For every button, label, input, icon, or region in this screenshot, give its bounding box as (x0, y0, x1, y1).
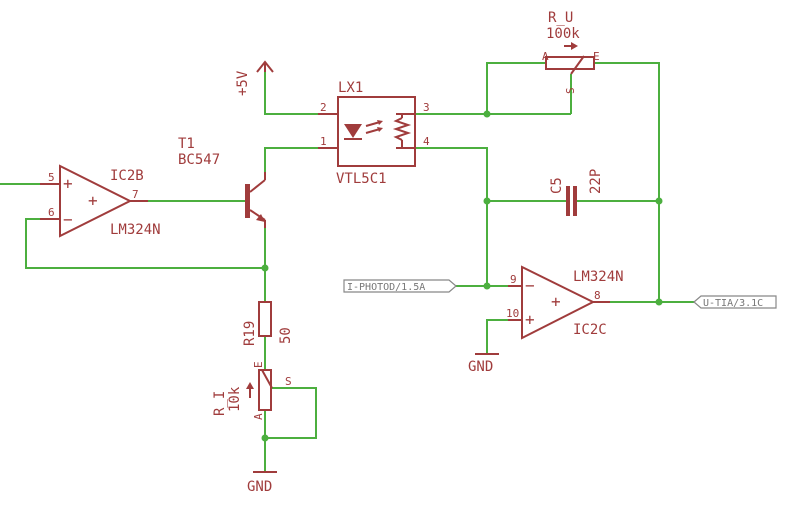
junctions (261, 110, 663, 442)
trimmer-r-u-pin-e: E (593, 50, 600, 63)
transistor-t1: T1 BC547 (178, 136, 266, 228)
trimmer-r-i-arrow-icon (246, 382, 254, 389)
wire-ri-wiper-loop (265, 387, 317, 439)
transistor-t1-value: BC547 (178, 152, 220, 168)
pin-number: 8 (594, 289, 601, 302)
net-label-output-text: U-TIA/3.1C (703, 298, 763, 309)
trimmer-r-i-pin-a: A (252, 413, 265, 420)
optocoupler-lx1-value: VTL5C1 (336, 171, 387, 187)
trimmer-r-i-name: R_I (212, 391, 228, 416)
net-label-input-frame (343, 279, 457, 293)
wires (0, 62, 694, 472)
resistor-r19-value: 50 (278, 327, 294, 344)
pin-number: 4 (423, 135, 430, 148)
junction-dot (483, 110, 491, 118)
net-label-output-frame (693, 295, 777, 309)
trimmer-r-i-value: 10k (227, 386, 243, 412)
pin-number: 3 (423, 101, 430, 114)
wire-ru-right (594, 62, 660, 302)
vcc-label: +5V (235, 70, 251, 96)
net-label-output: U-TIA/3.1C (693, 295, 777, 309)
wire-ic2c-plus-gnd (486, 319, 508, 354)
wire-lx1-4-to-minus (416, 147, 488, 286)
opamp-ic2b-value: LM324N (110, 222, 161, 238)
junction-dot (483, 197, 491, 205)
pin-number: 1 (320, 135, 327, 148)
wire-ru-left (486, 62, 546, 114)
trimmer-r-u-pin-a: A (542, 50, 549, 63)
transistor-t1-base-bar (245, 184, 250, 218)
junction-dot (655, 298, 663, 306)
opamp-ic2b-plus-sign: + (63, 174, 73, 193)
pin-number: 10 (506, 307, 519, 320)
junction-dot (261, 434, 269, 442)
capacitor-c5-name: C5 (549, 177, 565, 194)
trimmer-r-u-pin-s: S (564, 87, 577, 94)
opamp-ic2c-name: IC2C (573, 322, 607, 338)
trimmer-r-u-value: 100k (546, 26, 580, 42)
wire-collector-to-lx1-1 (264, 147, 318, 172)
ground-symbol-right: GND (468, 353, 499, 375)
opamp-ic2c-triangle (521, 265, 596, 340)
opamp-ic2c-plus-sign: + (525, 310, 535, 329)
vcc-arrow-icon (256, 60, 274, 73)
trimmer-r-i-pin-e: E (252, 361, 265, 368)
optocoupler-lx1-body (337, 96, 416, 167)
ground-label: GND (468, 359, 493, 375)
optocoupler-lx1-name: LX1 (338, 80, 363, 96)
opamp-ic2c-minus-sign: − (525, 276, 535, 295)
supply-vcc: +5V (235, 60, 274, 96)
ldr-icon (392, 117, 412, 141)
capacitor-c5: C5 22P (549, 169, 604, 216)
capacitor-c5-plate (566, 186, 570, 216)
opamp-ic2b-triangle (59, 164, 133, 238)
optocoupler-lx1: 2 1 3 4 LX1 VTL5C1 (318, 80, 430, 187)
pin-number: 2 (320, 101, 327, 114)
ground-symbol-left: GND (247, 471, 277, 495)
wire-vcc-to-lx1-2 (264, 70, 318, 115)
resistor-r19: R19 50 (242, 301, 294, 346)
capacitor-c5-value: 22P (588, 169, 604, 194)
trimmer-r-i: E A S R_I 10k (212, 361, 292, 420)
opamp-ic2b-name: IC2B (110, 168, 144, 184)
wire-feedback-emitter (25, 218, 265, 269)
opamp-ic2b: + − + 5 6 7 IC2B LM324N (40, 164, 161, 238)
pin-number: 6 (48, 206, 55, 219)
ground-label: GND (247, 479, 272, 495)
resistor-r19-body (258, 301, 272, 337)
trimmer-r-i-body (258, 369, 272, 411)
trimmer-r-i-pin-s: S (285, 375, 292, 388)
pin-number: 5 (48, 171, 55, 184)
opamp-ic2c-center-sign: + (551, 292, 561, 311)
led-icon (344, 124, 362, 138)
opamp-ic2c: − + + 9 10 8 LM324N IC2C (506, 265, 624, 340)
resistor-r19-name: R19 (242, 321, 258, 346)
capacitor-c5-plate (573, 186, 577, 216)
net-label-input: I-PHOTOD/1.5A (343, 279, 457, 293)
junction-dot (655, 197, 663, 205)
opamp-ic2c-value: LM324N (573, 269, 624, 285)
opamp-ic2b-center-sign: + (88, 191, 98, 210)
pin-number: 9 (510, 273, 517, 286)
pin-number: 7 (132, 188, 139, 201)
junction-dot (261, 264, 269, 272)
transistor-t1-emitter-arrow (256, 214, 265, 222)
junction-dot (483, 282, 491, 290)
trimmer-r-u: A E S R_U 100k (542, 10, 600, 94)
net-label-input-text: I-PHOTOD/1.5A (347, 282, 425, 293)
transistor-t1-name: T1 (178, 136, 195, 152)
trimmer-r-u-arrow-icon (571, 42, 578, 50)
opamp-ic2b-minus-sign: − (63, 210, 73, 229)
trimmer-r-u-body (545, 56, 595, 70)
trimmer-r-u-name: R_U (548, 10, 573, 26)
